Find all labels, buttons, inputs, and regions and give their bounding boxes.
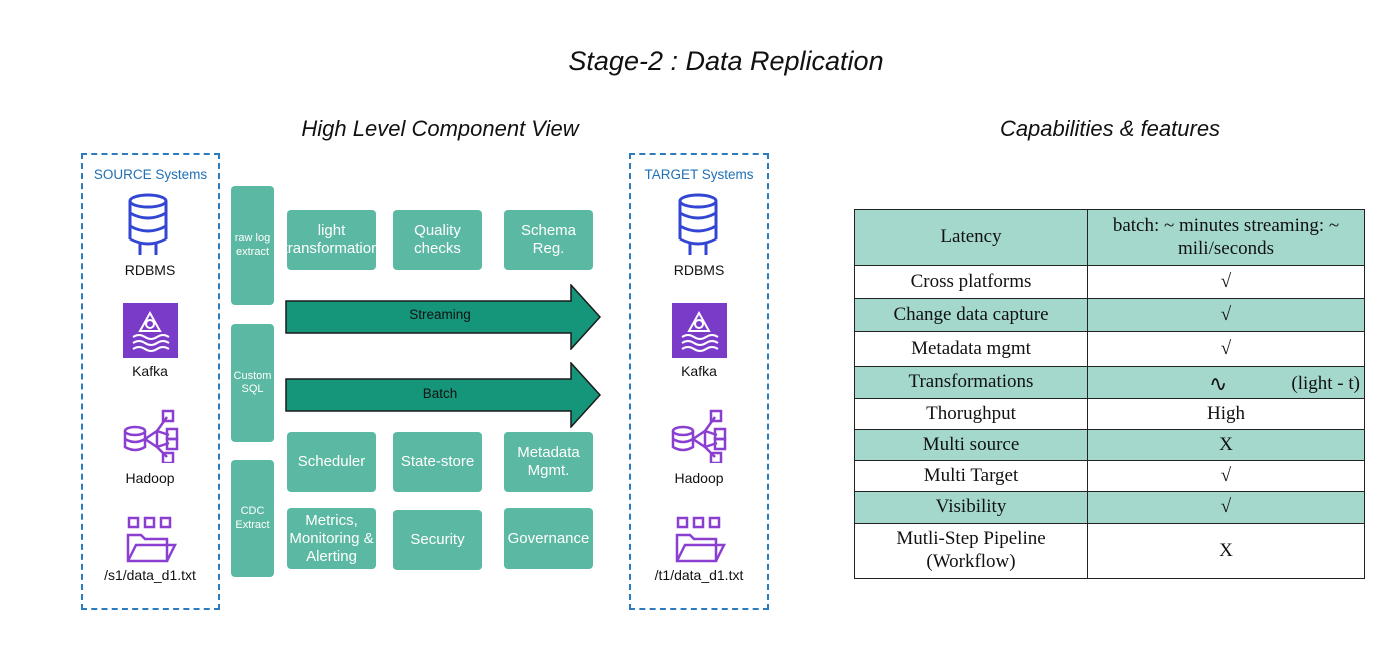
- value-cell: X: [1087, 523, 1365, 579]
- feature-cell: Latency: [854, 209, 1088, 266]
- table-row: Latency batch: ~ minutes streaming: ~ mi…: [854, 209, 1365, 266]
- value-cell: √: [1087, 298, 1365, 332]
- target-rdbms-label: RDBMS: [673, 262, 725, 278]
- source-systems-label: SOURCE Systems: [93, 167, 208, 182]
- component-schema-registry: Schema Reg.: [504, 210, 593, 270]
- kafka-stream-icon: [672, 303, 727, 358]
- streaming-arrow: [285, 284, 602, 350]
- feature-cell: Visibility: [854, 491, 1088, 524]
- value-cell: √: [1087, 460, 1365, 492]
- source-file-label: /s1/data_d1.txt: [104, 567, 196, 583]
- target-systems-box: [629, 153, 769, 610]
- target-hadoop-label: Hadoop: [674, 470, 724, 486]
- value-cell: X: [1087, 429, 1365, 461]
- feature-cell: Multi Target: [854, 460, 1088, 492]
- table-row: Metadata mgmt √: [854, 331, 1365, 367]
- table-row: Mutli-Step Pipeline (Workflow) X: [854, 523, 1365, 579]
- kafka-stream-icon: [123, 303, 178, 358]
- component-light-transformation: light transformation: [287, 210, 376, 270]
- table-row: Cross platforms √: [854, 265, 1365, 299]
- table-row: Visibility √: [854, 491, 1365, 524]
- component-security: Security: [393, 510, 482, 570]
- hadoop-node-icon: [123, 409, 179, 463]
- capabilities-subtitle: Capabilities & features: [999, 116, 1221, 141]
- approx-symbol: ∿: [1209, 371, 1228, 396]
- component-state-store: State-store: [393, 432, 482, 492]
- feature-cell: Mutli-Step Pipeline (Workflow): [854, 523, 1088, 579]
- target-systems-label: TARGET Systems: [644, 167, 754, 182]
- database-icon: [128, 193, 168, 255]
- source-hadoop-label: Hadoop: [125, 470, 175, 486]
- source-systems-box: [81, 153, 220, 610]
- component-metrics-monitoring: Metrics, Monitoring & Alerting: [287, 508, 376, 569]
- component-scheduler: Scheduler: [287, 432, 376, 492]
- feature-cell: Change data capture: [854, 298, 1088, 332]
- component-governance: Governance: [504, 508, 593, 569]
- extract-raw-log: raw log extract: [231, 186, 274, 305]
- component-quality-checks: Quality checks: [393, 210, 482, 270]
- capabilities-table: Latency batch: ~ minutes streaming: ~ mi…: [854, 209, 1365, 579]
- target-file-label: /t1/data_d1.txt: [654, 567, 744, 583]
- component-metadata-mgmt: Metadata Mgmt.: [504, 432, 593, 492]
- value-cell: batch: ~ minutes streaming: ~ mili/secon…: [1087, 209, 1365, 266]
- extract-custom-sql: Custom SQL: [231, 324, 274, 442]
- table-row: Change data capture √: [854, 298, 1365, 332]
- extract-cdc: CDC Extract: [231, 460, 274, 577]
- source-rdbms-label: RDBMS: [124, 262, 176, 278]
- value-cell: √: [1087, 331, 1365, 367]
- table-row: Multi source X: [854, 429, 1365, 461]
- value-cell: √: [1087, 265, 1365, 299]
- table-row: Transformations ∿ (light - t): [854, 366, 1365, 399]
- batch-arrow: [285, 362, 602, 428]
- folder-chip-icon: [126, 516, 177, 563]
- value-cell: √: [1087, 491, 1365, 524]
- feature-cell: Metadata mgmt: [854, 331, 1088, 367]
- table-row: Multi Target √: [854, 460, 1365, 492]
- value-cell: High: [1087, 398, 1365, 430]
- batch-arrow-label: Batch: [422, 386, 458, 401]
- database-icon: [678, 193, 718, 255]
- feature-cell: Thorughput: [854, 398, 1088, 430]
- folder-chip-icon: [675, 516, 726, 563]
- streaming-arrow-label: Streaming: [409, 307, 471, 322]
- value-note: (light - t): [1291, 373, 1360, 394]
- value-cell: ∿ (light - t): [1087, 366, 1365, 399]
- table-row: Thorughput High: [854, 398, 1365, 430]
- feature-cell: Cross platforms: [854, 265, 1088, 299]
- feature-cell: Multi source: [854, 429, 1088, 461]
- target-kafka-label: Kafka: [681, 363, 717, 379]
- feature-cell: Transformations: [854, 366, 1088, 399]
- component-view-subtitle: High Level Component View: [301, 116, 579, 141]
- page-title: Stage-2 : Data Replication: [568, 46, 884, 76]
- hadoop-node-icon: [671, 409, 727, 463]
- source-kafka-label: Kafka: [132, 363, 168, 379]
